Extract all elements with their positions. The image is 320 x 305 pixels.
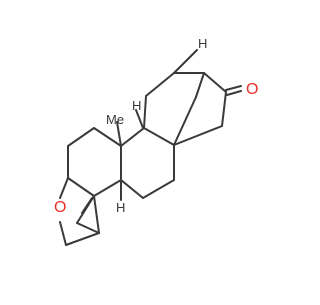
oxygen-label-furan: O bbox=[54, 199, 66, 216]
hydrogen-label-c5: H bbox=[116, 200, 125, 215]
oxygen-label-ketone: O bbox=[246, 81, 258, 98]
bond bbox=[173, 96, 197, 146]
bond bbox=[93, 127, 122, 147]
bond bbox=[143, 127, 175, 146]
bond bbox=[120, 127, 145, 147]
bond bbox=[81, 197, 93, 214]
bond bbox=[65, 232, 100, 246]
bond bbox=[93, 179, 122, 197]
bond bbox=[59, 177, 69, 199]
bond bbox=[59, 221, 67, 246]
bond bbox=[143, 95, 147, 129]
bond bbox=[93, 195, 100, 234]
bond bbox=[120, 179, 144, 199]
bond bbox=[135, 109, 144, 129]
hydrogen-label-top: H bbox=[198, 36, 207, 51]
bond bbox=[173, 49, 198, 74]
bond bbox=[195, 72, 205, 98]
structure-canvas: O O Me H H H bbox=[54, 36, 258, 246]
bond bbox=[67, 127, 95, 147]
bond bbox=[116, 121, 122, 147]
methyl-label: Me bbox=[106, 112, 124, 127]
bond-lines bbox=[59, 49, 242, 246]
bond bbox=[226, 90, 242, 96]
bond bbox=[203, 72, 227, 93]
bond bbox=[221, 91, 227, 127]
molecule-diagram: O O Me H H H bbox=[54, 36, 258, 246]
bond bbox=[145, 72, 175, 97]
bond bbox=[142, 179, 175, 199]
bond bbox=[225, 85, 242, 91]
bond bbox=[67, 177, 95, 197]
hydrogen-label-c9: H bbox=[132, 98, 141, 113]
bond bbox=[173, 125, 223, 146]
bond bbox=[76, 222, 100, 234]
